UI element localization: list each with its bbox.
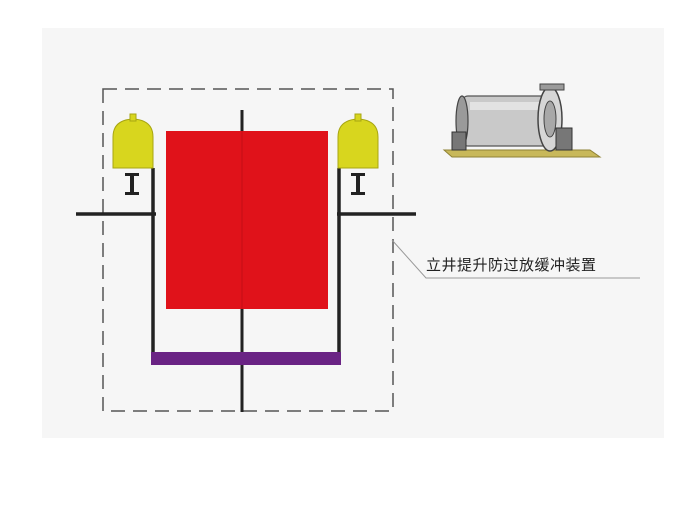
device-top-bracket: [539, 83, 565, 91]
right-bell-cap: [354, 113, 362, 122]
device-platform: [442, 149, 602, 158]
device-drum-highlight: [470, 102, 544, 110]
callout-leader-line: [391, 239, 640, 279]
diagram-background-panel: [42, 28, 664, 438]
right-ibeam-web: [356, 176, 360, 192]
device-right-foot: [555, 127, 573, 151]
left-ibeam-top: [125, 173, 139, 176]
shaft-frame-dashed: [102, 88, 394, 412]
right-buffer-unit: [337, 113, 379, 195]
device-left-foot: [451, 131, 467, 151]
right-ibeam-top: [351, 173, 365, 176]
buffer-cylinder-device-icon: [442, 83, 602, 158]
bell-buffer-icon: [337, 118, 379, 169]
left-ibeam-bottom: [125, 192, 139, 195]
device-right-hub: [543, 100, 557, 138]
device-callout-label: 立井提升防过放缓冲装置: [426, 256, 597, 274]
buffer-cross-beam: [151, 352, 341, 365]
left-buffer-unit: [112, 113, 154, 195]
right-ibeam-bottom: [351, 192, 365, 195]
left-bell-cap: [129, 113, 137, 122]
bell-buffer-icon: [112, 118, 154, 169]
left-ibeam-web: [130, 176, 134, 192]
hoist-cage: [166, 131, 328, 309]
